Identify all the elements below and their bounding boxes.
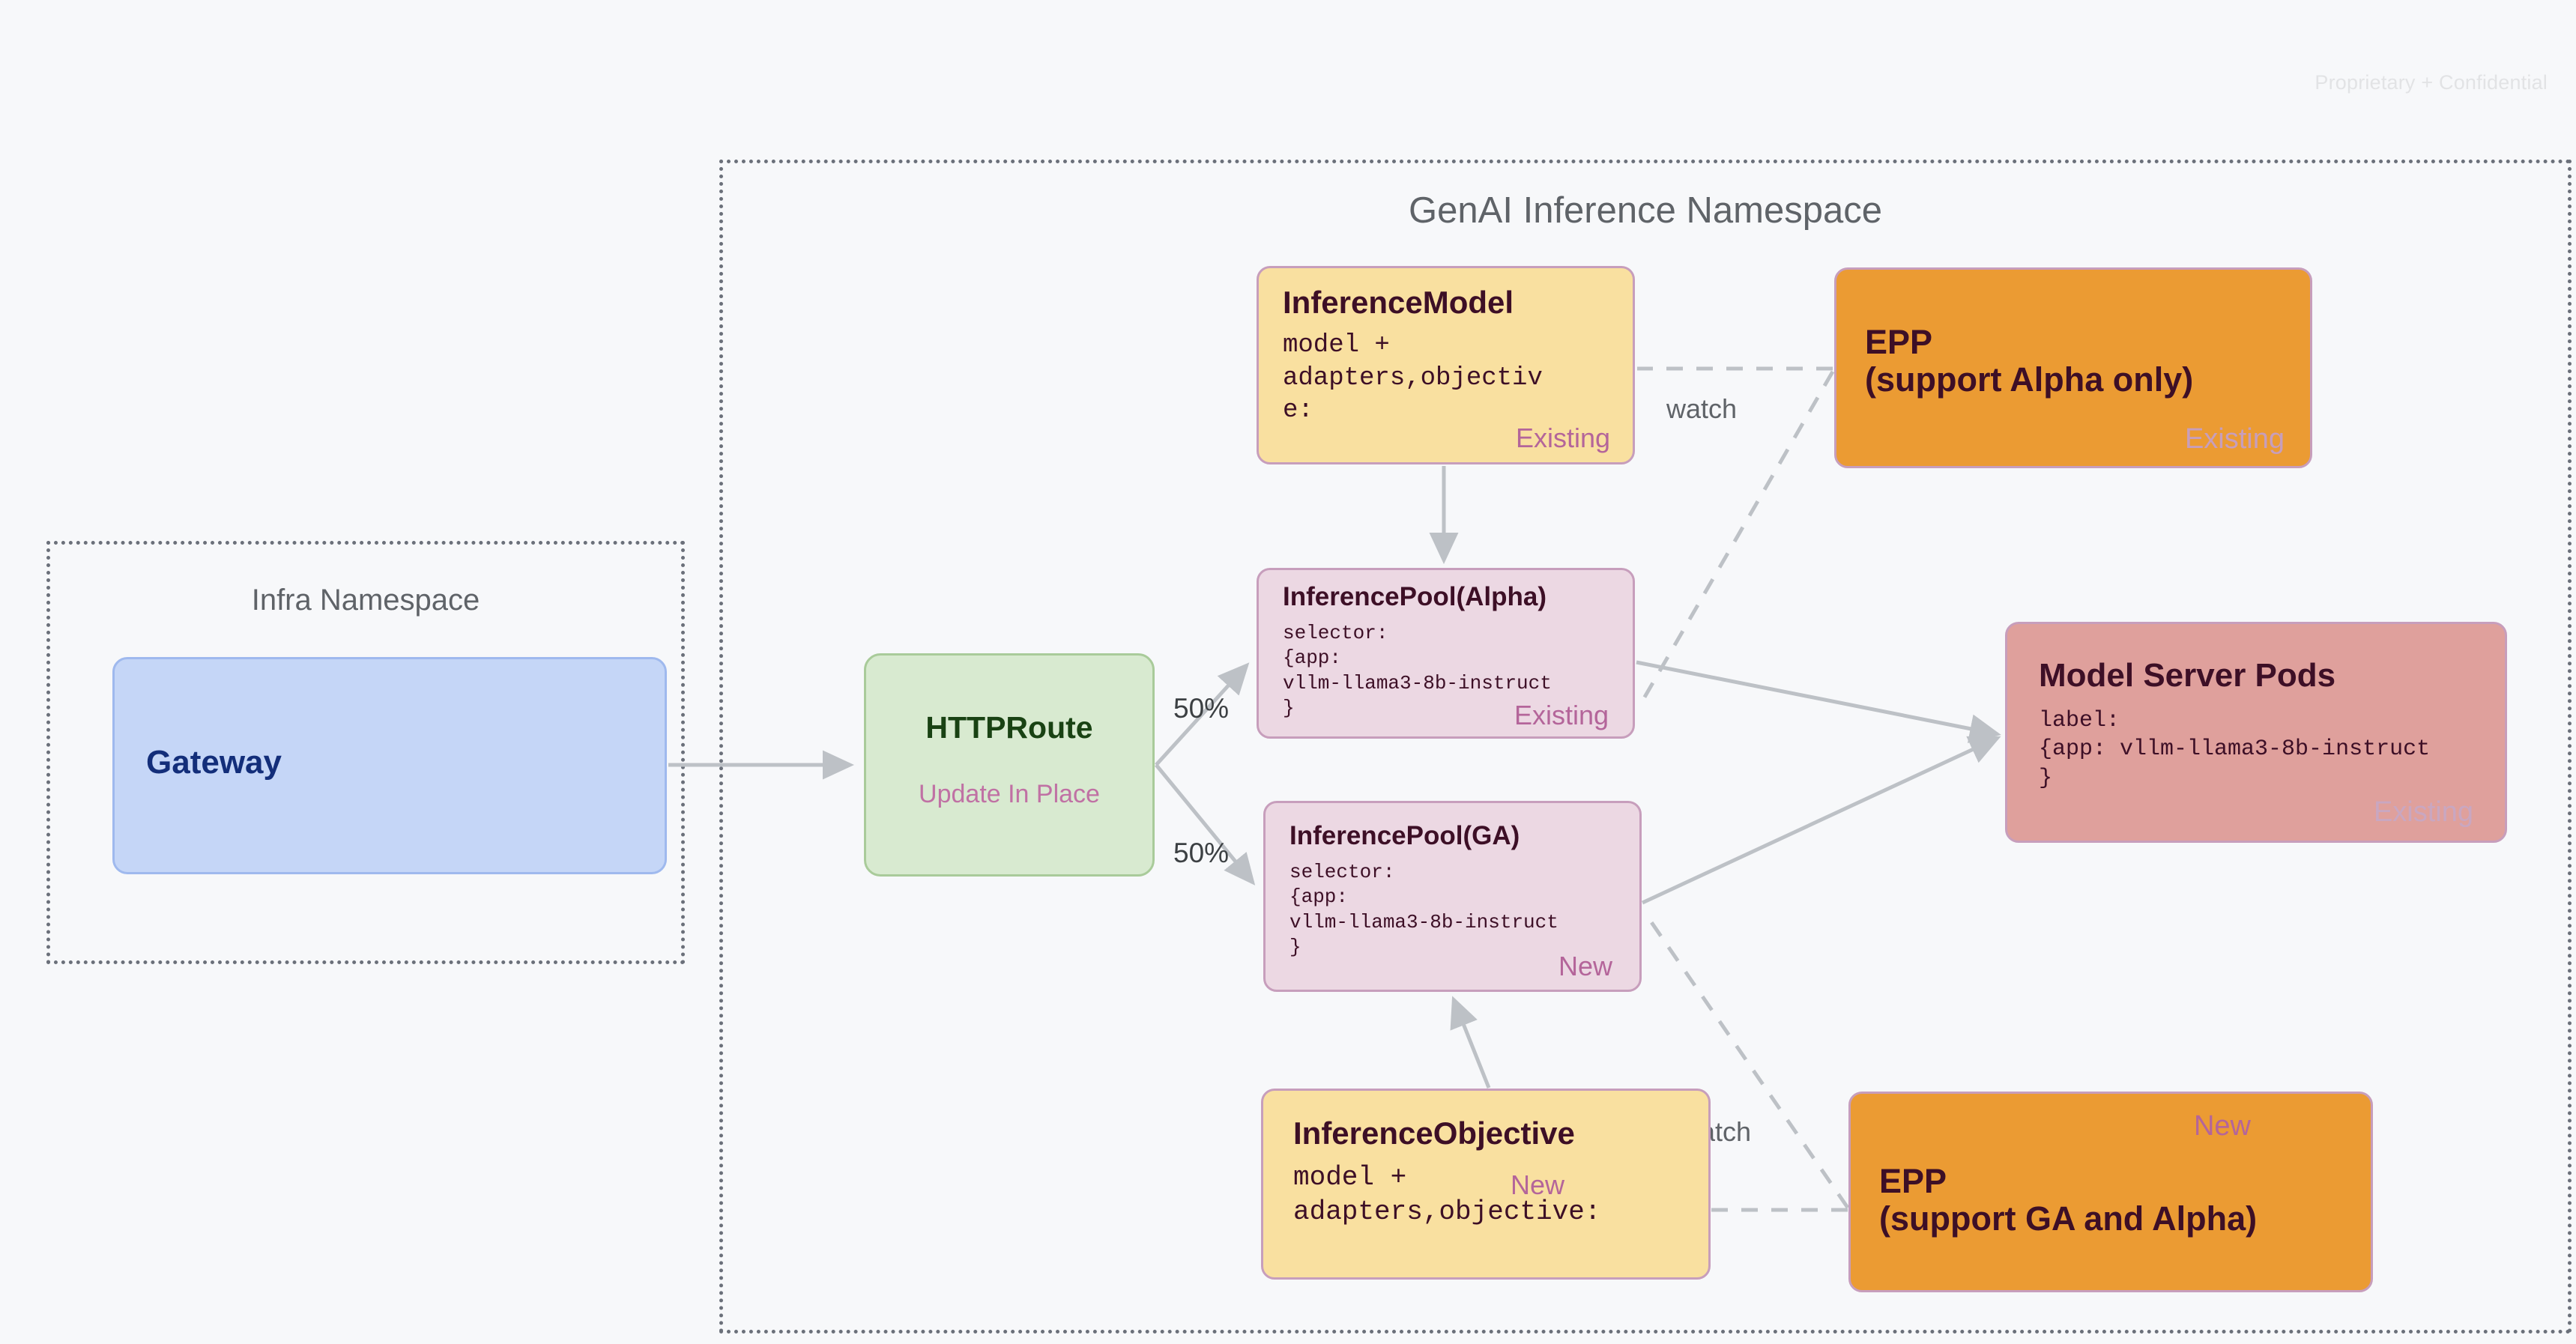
epp-ga-status-badge: New	[2193, 1110, 2251, 1142]
edge-label-watch-top: watch	[1666, 393, 1738, 424]
genai-inference-namespace-container: GenAI Inference Namespace	[719, 160, 2572, 1334]
model-server-pods-title: Model Server Pods	[2039, 657, 2336, 694]
edge-label-split-bottom: 50%	[1173, 838, 1230, 868]
node-model-server-pods[interactable]: Model Server Pods label: {app: vllm-llam…	[2005, 622, 2507, 843]
edge-label-split-top: 50%	[1173, 693, 1230, 724]
node-httproute[interactable]: HTTPRoute Update In Place	[864, 653, 1155, 877]
inferencepool-alpha-title: InferencePool(Alpha)	[1283, 582, 1546, 611]
node-inferencepool-alpha[interactable]: InferencePool(Alpha) selector: {app: vll…	[1257, 568, 1635, 739]
inferencemodel-title: InferenceModel	[1283, 285, 1514, 320]
inferencepool-ga-body: selector: {app: vllm-llama3-8b-instruct …	[1289, 861, 1558, 958]
epp-alpha-status-badge: Existing	[2184, 423, 2285, 455]
inferencemodel-status-badge: Existing	[1515, 423, 1610, 453]
epp-ga-title: EPP (support GA and Alpha)	[1879, 1162, 2258, 1238]
inferenceobjective-status-badge: New	[1511, 1169, 1565, 1200]
inferencepool-ga-status-badge: New	[1558, 951, 1612, 981]
gateway-title: Gateway	[146, 744, 282, 781]
inferenceobjective-body: model + adapters,objective:	[1293, 1162, 1601, 1228]
httproute-title: HTTPRoute	[925, 710, 1093, 745]
infra-namespace-title: Infra Namespace	[251, 584, 480, 617]
epp-alpha-title: EPP (support Alpha only)	[1865, 323, 2194, 399]
inferencepool-alpha-body: selector: {app: vllm-llama3-8b-instruct …	[1283, 622, 1552, 719]
inferenceobjective-title: InferenceObjective	[1293, 1116, 1575, 1151]
inferencemodel-body: model + adapters,objectiv e:	[1283, 331, 1543, 426]
node-inferencemodel[interactable]: InferenceModel model + adapters,objectiv…	[1257, 266, 1635, 464]
genai-namespace-title: GenAI Inference Namespace	[1409, 190, 1882, 231]
model-server-pods-body: label: {app: vllm-llama3-8b-instruct }	[2039, 708, 2431, 791]
node-inferencepool-ga[interactable]: InferencePool(GA) selector: {app: vllm-l…	[1263, 801, 1642, 992]
model-server-pods-status-badge: Existing	[2373, 796, 2473, 828]
node-inferenceobjective[interactable]: InferenceObjective model + adapters,obje…	[1261, 1089, 1711, 1280]
httproute-status-badge: Update In Place	[919, 780, 1100, 808]
confidential-notice: Proprietary + Confidential	[2315, 71, 2548, 94]
infra-namespace-container: Infra Namespace	[46, 541, 685, 964]
inferencepool-ga-title: InferencePool(GA)	[1289, 821, 1520, 850]
node-epp-ga[interactable]: EPP (support GA and Alpha) New	[1848, 1092, 2373, 1292]
inferencepool-alpha-status-badge: Existing	[1514, 700, 1609, 730]
node-epp-alpha[interactable]: EPP (support Alpha only) Existing	[1834, 267, 2312, 468]
node-gateway[interactable]: Gateway	[112, 657, 667, 874]
